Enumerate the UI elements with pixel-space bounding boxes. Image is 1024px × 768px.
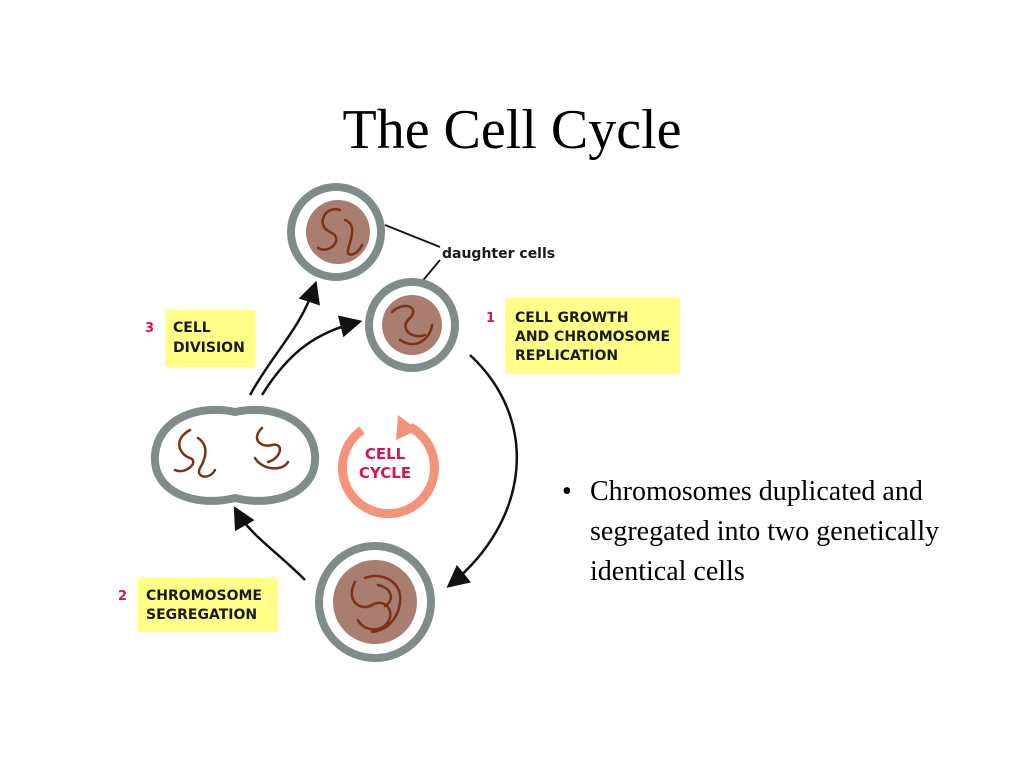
bullet-list: • Chromosomes duplicated and segregated … [560,472,980,592]
arrow-growth-to-segregation [446,354,519,588]
chromosome-icon [316,207,364,256]
arrow-segregation-to-division [233,506,306,581]
stage-3-line2: DIVISION [173,340,245,356]
pointer-line-upper [384,224,441,248]
chromosome-icon [173,428,217,478]
stage-1-number: 1 [486,311,495,326]
stage-2-line1: CHROMOSOME [146,588,262,604]
bullet-dot-icon: • [562,476,572,507]
stage-2-line2: SEGREGATION [146,607,257,623]
daughter-cell-lower-icon [365,278,459,372]
arrow-division-to-upper-daughter [248,280,320,396]
bullet-item: • Chromosomes duplicated and segregated … [560,472,980,592]
stage-2-number: 2 [118,589,127,604]
cycle-arrow-icon [337,415,439,519]
chromosome-icon [350,574,402,634]
chromosome-icon [390,304,434,346]
slide-title: The Cell Cycle [342,99,682,161]
arrow-division-to-lower-daughter [260,315,363,396]
bullet-text: Chromosomes duplicated and segregated in… [590,476,940,587]
daughter-cell-upper-icon [287,183,385,281]
stage-3-line1: CELL [173,320,211,336]
cycle-label-line2: CYCLE [359,464,411,482]
replicated-cell-icon [315,542,435,662]
stage-3-number: 3 [145,321,154,336]
stage-1-line2: AND CHROMOSOME [515,329,670,345]
dividing-cell-icon [150,405,320,505]
stage-1-label: 1 CELL GROWTH AND CHROMOSOME REPLICATION [486,298,680,374]
chromosome-icon [253,426,290,470]
daughter-cells-label: daughter cells [442,246,555,262]
stage-2-label: 2 CHROMOSOME SEGREGATION [118,578,278,632]
stage-3-label: 3 CELL DIVISION [145,310,255,367]
stage-1-line1: CELL GROWTH [515,310,628,326]
stage-1-line3: REPLICATION [515,348,618,364]
cycle-label-line1: CELL [365,445,406,463]
